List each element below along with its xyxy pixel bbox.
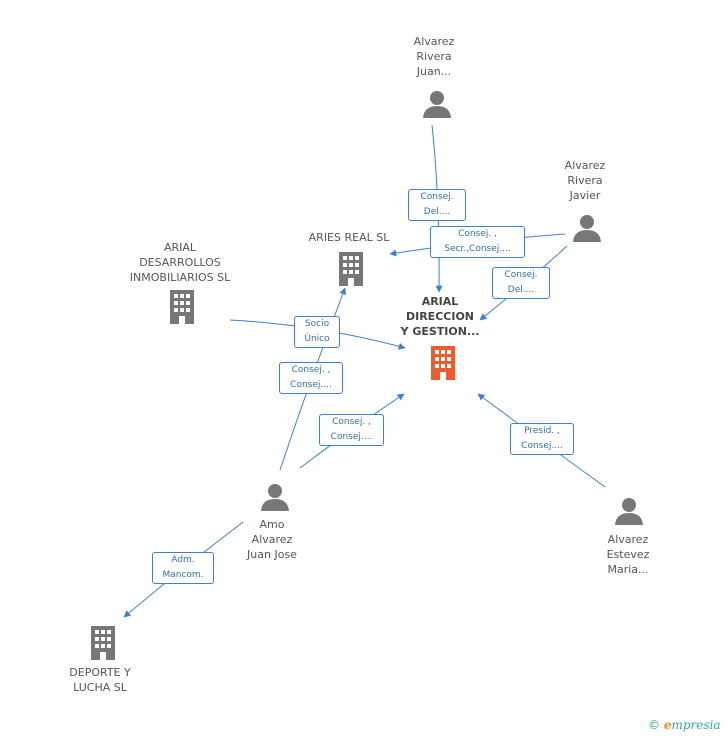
edge-label-javier-aries[interactable]: Consej. , Secr.,Consej....: [430, 226, 525, 258]
node-label-aries-real[interactable]: ARIES REAL SL: [308, 231, 390, 244]
node-label-amo-alvarez[interactable]: Amo Alvarez Juan Jose: [247, 518, 297, 561]
edge-label-amo-main[interactable]: Consej. , Consej....: [319, 414, 384, 446]
edge-label-javier-main[interactable]: Consej. Del....: [492, 267, 550, 299]
brand-initial: e: [663, 718, 672, 732]
person-icon[interactable]: [614, 497, 644, 525]
empresia-logo: © empresia: [648, 718, 721, 732]
building-icon-highlighted[interactable]: [428, 346, 458, 380]
node-label-deporte-lucha[interactable]: DEPORTE Y LUCHA SL: [69, 666, 131, 694]
node-label-arial-desarrollos[interactable]: ARIAL DESARROLLOS INMOBILIARIOS SL: [129, 241, 231, 284]
node-label-alvarez-estevez[interactable]: Alvarez Estevez Maria...: [606, 533, 650, 576]
edge-label-amo-aries[interactable]: Consej. , Consej....: [279, 362, 343, 394]
node-label-alvarez-rivera-juan[interactable]: Alvarez Rivera Juan...: [413, 35, 455, 78]
brand-name: mpresia: [671, 718, 721, 732]
edge-label-juan-main[interactable]: Consej. Del....: [408, 189, 466, 221]
building-icon[interactable]: [88, 626, 118, 660]
node-label-alvarez-rivera-javier[interactable]: Alvarez Rivera Javier: [564, 159, 606, 202]
copyright-symbol: ©: [648, 718, 660, 732]
edge-label-estevez-main[interactable]: Presid. , Consej....: [510, 423, 574, 455]
building-icon[interactable]: [336, 252, 366, 286]
building-icon[interactable]: [167, 290, 197, 324]
person-icon[interactable]: [572, 214, 602, 242]
edge-label-desarrollos-main[interactable]: Socio Único: [294, 316, 340, 348]
person-icon[interactable]: [260, 483, 290, 511]
edge-label-amo-deporte[interactable]: Adm. Mancom.: [152, 552, 214, 584]
person-icon[interactable]: [422, 90, 452, 118]
node-label-arial-direccion[interactable]: ARIAL DIRECCION Y GESTION...: [400, 295, 480, 338]
